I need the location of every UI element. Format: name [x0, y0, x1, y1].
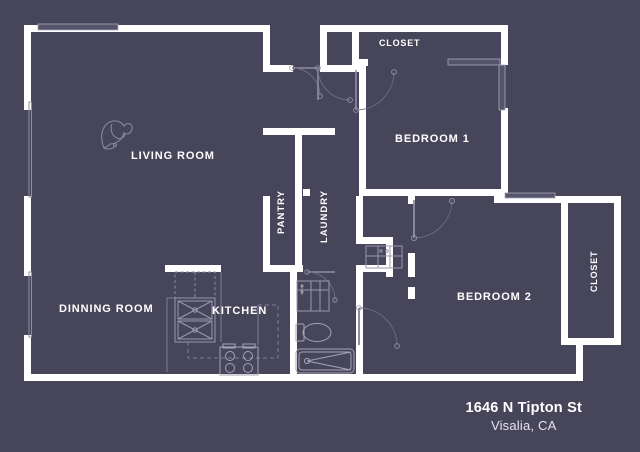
- wall-bed2-left-jamb: [408, 196, 415, 204]
- window-left-upper: [28, 101, 32, 198]
- wall-closet-left: [320, 25, 327, 72]
- wall-closet-right-upper: [352, 25, 359, 72]
- wall-right-step-h: [576, 338, 621, 345]
- wall-right-outer: [614, 196, 621, 344]
- bathroom-vanity-sink: [296, 280, 330, 312]
- wall-closet-bottom: [320, 65, 359, 72]
- door-bedroom-1: [353, 69, 397, 113]
- wall-closet-right-lower: [359, 59, 368, 66]
- door-bathroom: [356, 305, 400, 349]
- kitchen-island-dashed: [166, 272, 279, 372]
- wall-closet-right-partition: [561, 196, 568, 344]
- wall-top-left: [24, 25, 270, 32]
- wall-left-lower: [24, 335, 31, 381]
- bathroom-bathtub: [295, 348, 355, 374]
- wall-hall-left: [263, 196, 270, 271]
- window-top-left: [37, 23, 119, 31]
- wall-left-mid: [24, 196, 31, 276]
- wall-bed2-left-bottom: [408, 287, 415, 299]
- wall-pantry-laundry-stem: [295, 128, 302, 271]
- armchair-sketch: [101, 120, 133, 150]
- wall-top-jog: [263, 65, 293, 72]
- fixture-group: [101, 120, 403, 376]
- wall-closet-right-bottom: [561, 338, 581, 345]
- wall-top-step-vertical: [263, 25, 270, 72]
- wall-hall-bottom: [263, 265, 303, 272]
- door-bedroom-2: [410, 197, 455, 241]
- door-group: [289, 65, 455, 349]
- kitchen-stove-four-burner: [219, 343, 259, 376]
- wall-bed2-nook-left: [356, 196, 363, 244]
- window-bedroom-1-right: [498, 64, 506, 111]
- wall-bottom-bed2: [358, 374, 576, 381]
- wall-dining-kitchen-top: [165, 265, 221, 272]
- wall-right-step-v: [576, 338, 583, 381]
- wall-bath-top: [295, 265, 303, 272]
- kitchen-counter-upper: [174, 271, 216, 299]
- wall-hall-to-bed2: [415, 189, 445, 196]
- wall-bed1-left: [359, 59, 366, 196]
- wall-top-closet: [320, 25, 508, 32]
- wall-bottom-bath: [294, 374, 362, 381]
- address-block: 1646 N Tipton St Visalia, CA: [465, 399, 582, 435]
- wall-bed1-door-jamb: [303, 189, 310, 196]
- wall-right-top: [494, 196, 621, 203]
- kitchen-sink-double: [174, 297, 216, 343]
- address-street: 1646 N Tipton St: [465, 399, 582, 416]
- wall-bottom-left: [24, 374, 298, 381]
- wall-bed2-nook-bottom: [356, 237, 393, 244]
- window-group: [28, 23, 556, 338]
- bathroom-toilet: [295, 323, 332, 342]
- wall-left-upper: [24, 25, 31, 110]
- bedroom2-vanity-sink: [365, 245, 403, 269]
- wall-bed2-left-lower: [408, 253, 415, 277]
- window-left-lower: [28, 271, 32, 338]
- door-hall-to-bath: [304, 269, 338, 303]
- address-city-state: Visalia, CA: [490, 418, 557, 434]
- wall-group: [24, 25, 621, 381]
- wall-bed1-right: [501, 108, 508, 196]
- window-closet-top-right: [447, 58, 501, 66]
- window-bedroom-2-top: [504, 192, 556, 199]
- wall-kitchen-right: [290, 265, 297, 375]
- wall-bed1-top-right: [501, 25, 508, 65]
- door-closet-top: [315, 65, 353, 103]
